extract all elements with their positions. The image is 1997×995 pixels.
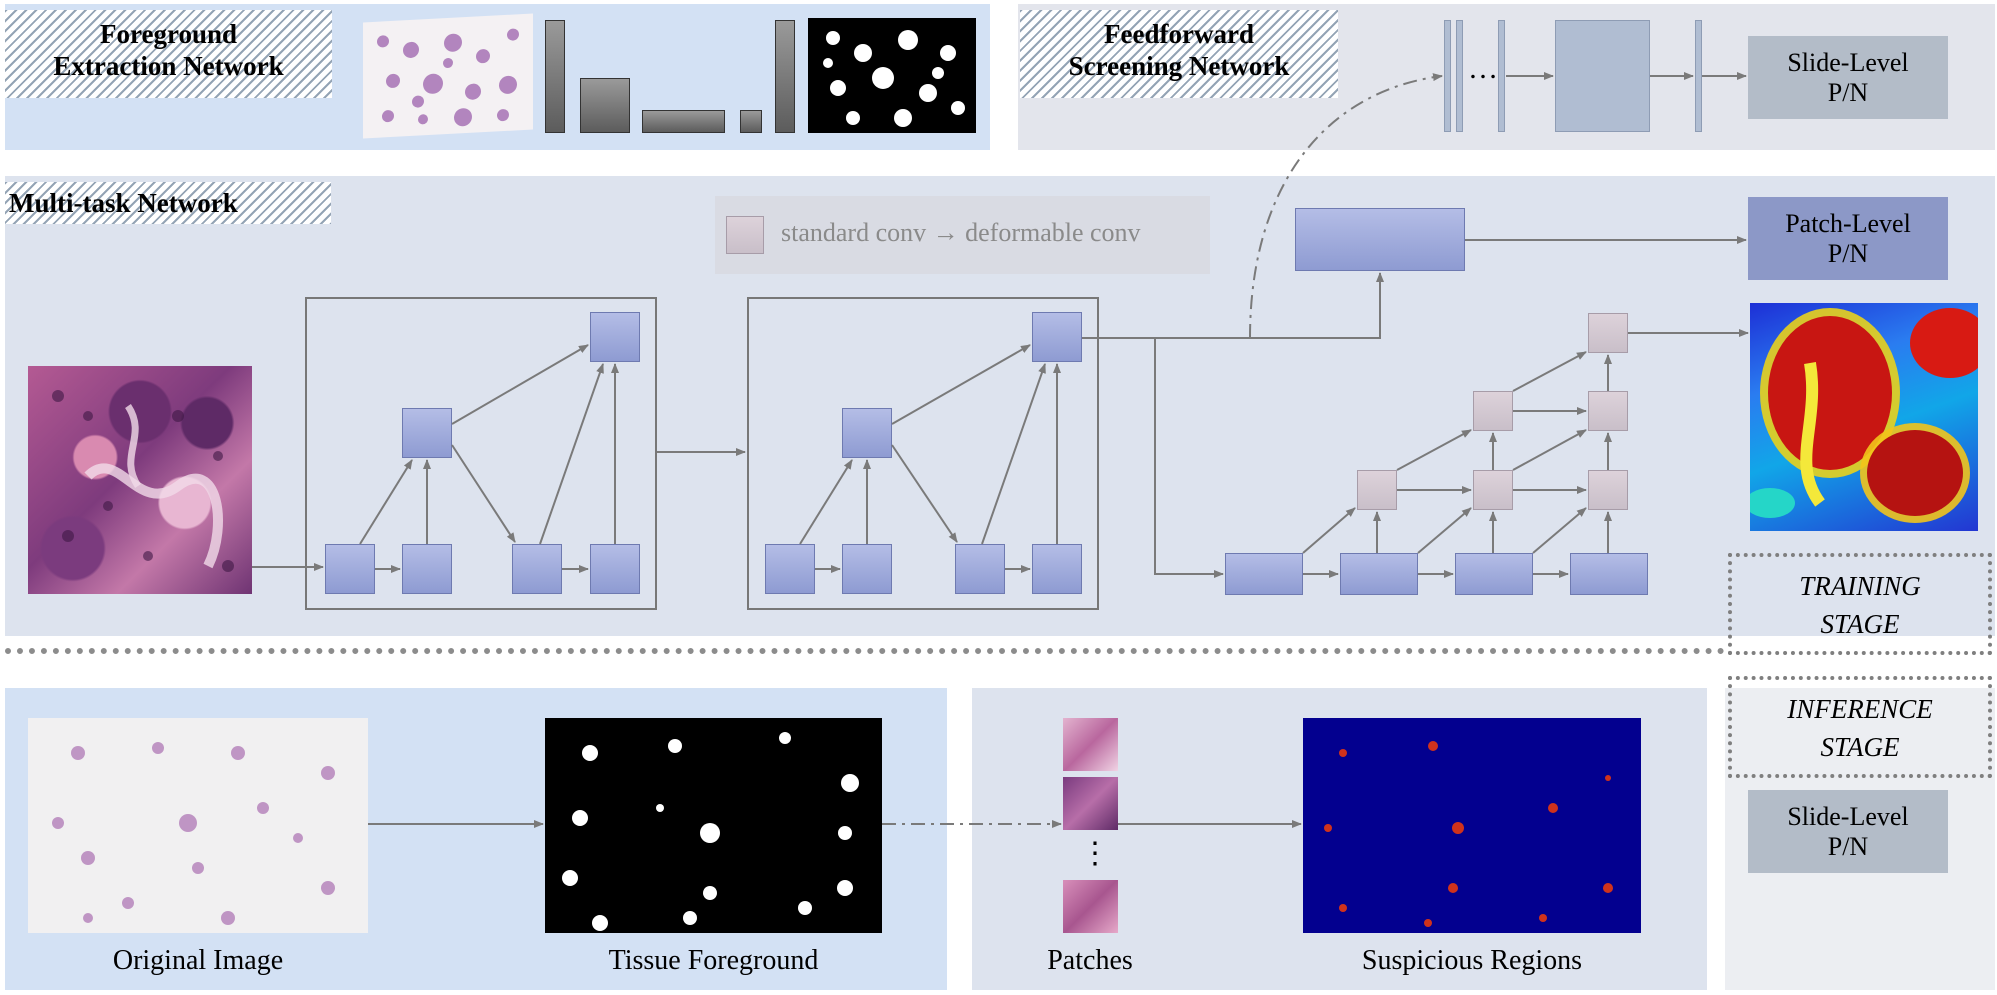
fe-bar-1: [545, 20, 565, 133]
m2-block-a: [765, 544, 815, 594]
suspicious-regions-art: [1324, 741, 1613, 927]
patch-ellipsis: ⋮: [1080, 837, 1110, 870]
deformable-module-2: [747, 297, 1099, 610]
m1-block-e: [590, 544, 640, 594]
m2-block-c: [842, 408, 892, 458]
dec-bottom-3: [1455, 553, 1533, 595]
dec-bottom-2: [1340, 553, 1418, 595]
foreground-extraction-title: Foreground Extraction Network: [5, 10, 332, 98]
foreground-input-thumbnail: [363, 13, 533, 139]
inference-stage-line2: STAGE: [1820, 732, 1900, 762]
ff-big-layer: [1555, 20, 1650, 132]
training-stage-box: TRAINING STAGE: [1728, 553, 1992, 655]
ff-layer-2: [1456, 20, 1463, 132]
patch-level-line1: Patch-Level: [1785, 208, 1911, 238]
dec-node-2-1: [1473, 470, 1513, 510]
m1-block-b: [402, 544, 452, 594]
inference-stage-line1: INFERENCE: [1787, 694, 1933, 724]
dec-node-3-2: [1588, 391, 1628, 431]
foreground-title-line1: Foreground: [99, 19, 238, 49]
thumbnail-tissue-art: [377, 28, 519, 127]
ff-layer-3: [1498, 20, 1505, 132]
deformable-module-1: [305, 297, 657, 610]
dec-bottom-4: [1570, 553, 1648, 595]
tissue-mask-art: [562, 732, 859, 931]
training-stage-line2: STAGE: [1820, 609, 1900, 639]
m2-block-b: [842, 544, 892, 594]
patch-level-line2: P/N: [1827, 238, 1869, 268]
inference-stage-box: INFERENCE STAGE: [1728, 676, 1992, 778]
patches-label: Patches: [1047, 945, 1133, 976]
segmentation-heatmap-output: [1750, 303, 1978, 531]
dec-bottom-1: [1225, 553, 1303, 595]
slide-level-top-line2: P/N: [1827, 77, 1869, 107]
legend-swatch: [726, 216, 764, 254]
stage-divider-dotted-line: [5, 648, 1725, 654]
slide-level-top-line1: Slide-Level: [1787, 47, 1909, 77]
m2-block-f: [1032, 312, 1082, 362]
slide-level-bottom-line1: Slide-Level: [1787, 801, 1909, 831]
suspicious-regions-label: Suspicious Regions: [1361, 945, 1583, 976]
slide-level-bottom-line2: P/N: [1827, 831, 1869, 861]
m1-block-d: [512, 544, 562, 594]
slide-level-output-bottom: Slide-Level P/N: [1748, 790, 1948, 873]
slide-level-output-top: Slide-Level P/N: [1748, 36, 1948, 119]
histology-texture-art: [52, 390, 234, 572]
multitask-title-text: Multi-task Network: [9, 188, 238, 218]
patch-thumb-3: [1063, 880, 1118, 933]
tissue-foreground-mask: [545, 718, 882, 933]
foreground-title-line2: Extraction Network: [53, 51, 284, 81]
fe-bar-5: [775, 20, 795, 133]
feedforward-screening-title: Feedforward Screening Network: [1020, 10, 1338, 98]
patch-level-output: Patch-Level P/N: [1748, 197, 1948, 280]
multitask-network-title: Multi-task Network: [5, 182, 331, 224]
dec-node-3-1: [1588, 470, 1628, 510]
training-stage-line1: TRAINING: [1799, 571, 1921, 601]
conv-legend: standard conv → deformable conv: [715, 196, 1210, 274]
legend-text: standard conv → deformable conv: [781, 218, 1141, 247]
tissue-foreground-label: Tissue Foreground: [608, 945, 819, 976]
m1-block-c: [402, 408, 452, 458]
ff-layer-4: [1695, 20, 1702, 132]
heatmap-art: [1750, 308, 1978, 523]
histology-input-patch: [28, 366, 252, 594]
original-slide-art: [52, 742, 335, 925]
m2-block-e: [1032, 544, 1082, 594]
dec-node-3-3: [1588, 313, 1628, 353]
ff-ellipsis: …: [1468, 52, 1498, 85]
m1-block-a: [325, 544, 375, 594]
m2-block-d: [955, 544, 1005, 594]
original-slide-image: [28, 718, 368, 933]
dec-node-1-1: [1357, 470, 1397, 510]
m1-block-f: [590, 312, 640, 362]
classification-head-block: [1295, 208, 1465, 271]
foreground-mask-output: [808, 18, 976, 133]
ff-layer-1: [1444, 20, 1451, 132]
suspicious-regions-map: [1303, 718, 1641, 933]
fe-bar-3: [642, 110, 725, 133]
fe-bar-4: [740, 110, 762, 133]
mask-blobs-art: [823, 30, 965, 127]
patch-thumb-1: [1063, 718, 1118, 771]
feedforward-title-line2: Screening Network: [1068, 51, 1290, 81]
original-image-label: Original Image: [112, 945, 284, 976]
dec-node-2-2: [1473, 391, 1513, 431]
patch-thumb-2: [1063, 777, 1118, 830]
fe-bar-2: [580, 78, 630, 133]
feedforward-title-line1: Feedforward: [1104, 19, 1254, 49]
